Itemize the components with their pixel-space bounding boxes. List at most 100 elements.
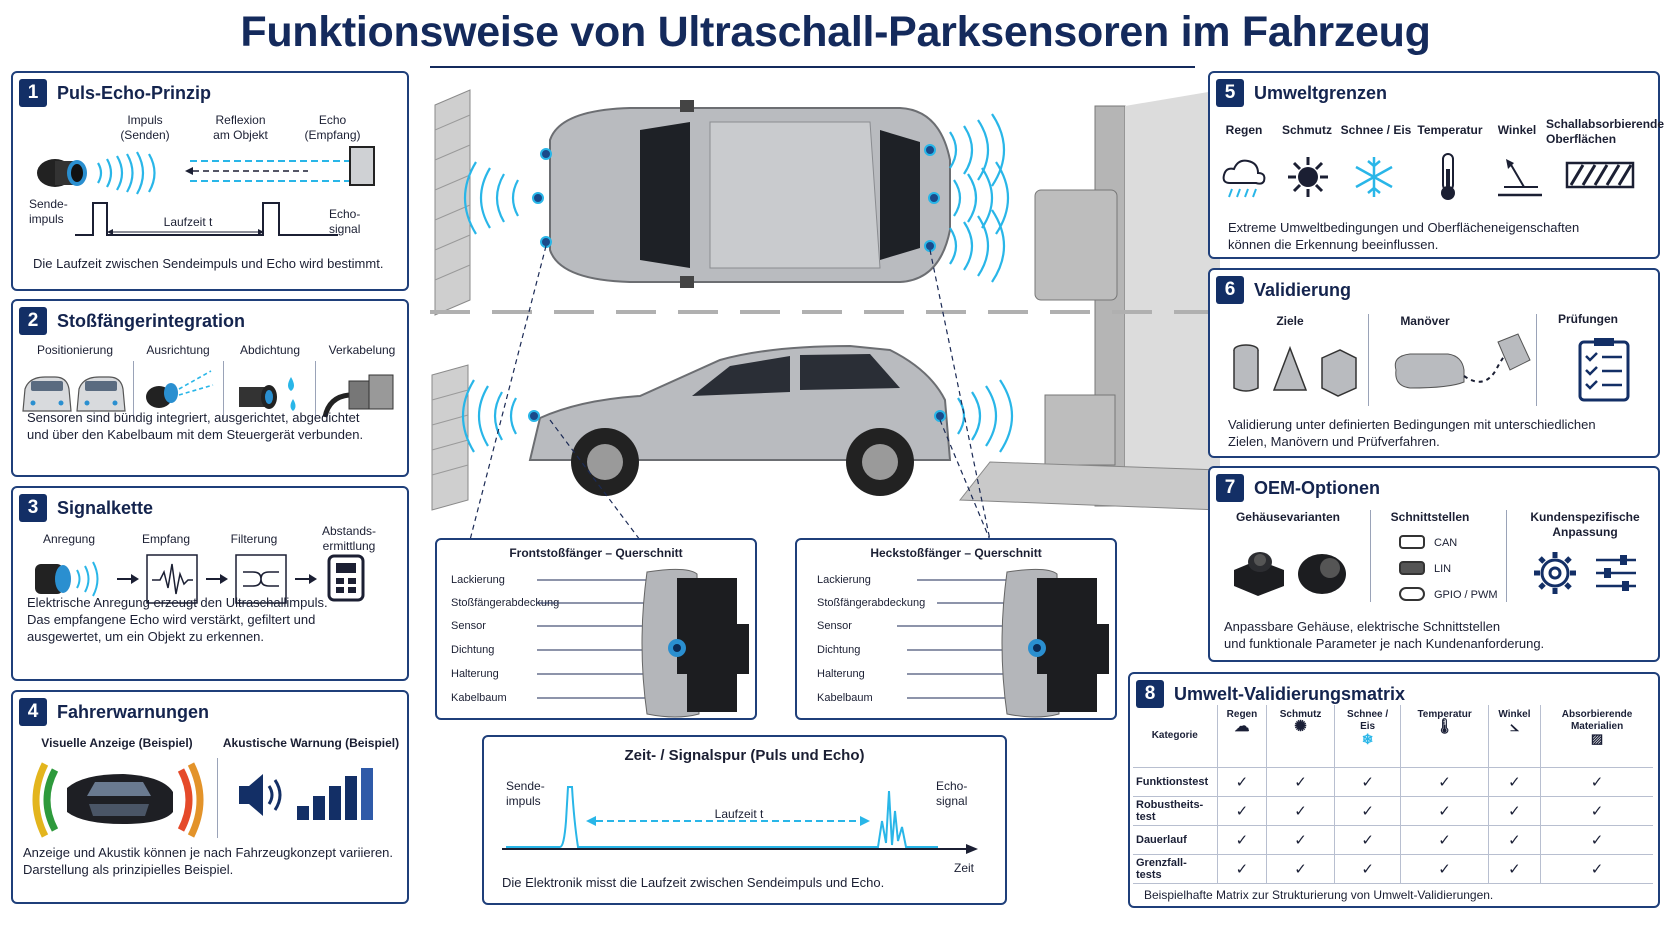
panel-description: Die Laufzeit zwischen Sendeimpuls und Ec… — [33, 256, 384, 271]
panel-number: 5 — [1216, 79, 1244, 107]
laufzeit-label: Laufzeit t — [714, 807, 764, 821]
divider — [223, 361, 224, 419]
divider — [133, 361, 134, 419]
gear-icon — [1534, 552, 1576, 594]
car-front-icon — [22, 376, 126, 412]
volume-bars-icon — [297, 768, 373, 820]
panel-description: Beispielhafte Matrix zur Strukturierung … — [1144, 888, 1494, 902]
step-anregung: Anregung — [42, 532, 96, 546]
concrete-wall-icon — [958, 90, 1221, 511]
label-sensor: Sensor — [451, 620, 486, 632]
limit-schnee: Schnee / Eis — [1340, 123, 1412, 137]
page-title: Funktionsweise von Ultraschall-Parksenso… — [240, 8, 1431, 56]
panel-title: Puls-Echo-Prinzip — [57, 82, 212, 103]
echosignal-label: Echo- signal — [936, 779, 968, 808]
matrix-col-header: Temperatur🌡 — [1400, 705, 1489, 768]
panel-title: Fahrerwarnungen — [57, 701, 210, 722]
time-trace-diagram — [502, 786, 978, 854]
limit-winkel: Winkel — [1497, 123, 1537, 137]
step-empfang: Empfang — [141, 532, 191, 546]
lin-connector-icon — [1399, 561, 1425, 575]
snowflake-icon — [1355, 157, 1393, 197]
visual-warning-label: Visuelle Anzeige (Beispiel) — [41, 736, 193, 750]
angle-icon — [1498, 159, 1542, 197]
label-dichtung: Dichtung — [451, 644, 495, 656]
matrix-col-header: Winkel⦣ — [1487, 705, 1541, 768]
iface-gpio: GPIO / PWM — [1434, 589, 1498, 601]
matrix-col-label: Schnee / Eis — [1347, 709, 1389, 732]
check-icon: ✓ — [1266, 767, 1335, 797]
label-lackierung: Lackierung — [817, 574, 871, 586]
waveform-icon — [146, 554, 198, 604]
panel-title: Umwelt-Validierungsmatrix — [1174, 683, 1406, 704]
parking-display-icon — [32, 762, 204, 838]
matrix-col-header: Regen☁ — [1216, 705, 1267, 768]
panel-description: Anzeige und Akustik können je nach Fahrz… — [23, 845, 394, 877]
step-filterung: Filterung — [230, 532, 278, 546]
divider — [217, 758, 218, 838]
matrix-col-label: Schmutz — [1279, 709, 1322, 720]
panel-number: 6 — [1216, 276, 1244, 304]
check-icon: ✓ — [1540, 854, 1653, 884]
limit-schmutz: Schmutz — [1281, 123, 1332, 137]
custom-label: Kundenspezifische Anpassung — [1530, 510, 1640, 539]
step-abstand: Abstands- ermittlung — [321, 524, 377, 553]
check-icon: ✓ — [1540, 767, 1653, 797]
section-title: Frontstoßfänger – Querschnitt — [509, 546, 683, 560]
table-row: Funktionstest✓✓✓✓✓✓ — [1133, 767, 1653, 797]
label-kabelbaum: Kabelbaum — [451, 692, 507, 704]
can-connector-icon — [1399, 535, 1425, 549]
table-row: Robustheits- test✓✓✓✓✓✓ — [1133, 796, 1653, 826]
matrix-row-label: Funktionstest — [1133, 767, 1217, 797]
matrix-row-label: Grenzfall- tests — [1133, 854, 1217, 884]
panel-number: 7 — [1216, 474, 1244, 502]
sendeimpuls-label: Sende- impuls — [29, 197, 68, 226]
section-title: Zeit- / Signalspur (Puls und Echo) — [624, 747, 865, 764]
label-abdeckung: Stoßfängerabdeckung — [451, 597, 560, 609]
matrix-row-label: Dauerlauf — [1133, 825, 1217, 855]
pulse-arrows — [185, 156, 363, 186]
check-icon: ✓ — [1487, 854, 1541, 884]
absorbing-surface-icon — [1565, 161, 1635, 189]
col-ziele: Ziele — [1276, 314, 1304, 328]
signal-trace-panel: Zeit- / Signalspur (Puls und Echo) Sende… — [482, 735, 1007, 905]
panel-description: Extreme Umweltbedingungen und Oberfläche… — [1228, 220, 1580, 252]
test-targets-icon — [1233, 344, 1357, 397]
panel-description: Validierung unter definierten Bedingunge… — [1228, 417, 1596, 449]
validation-matrix: Kategorie Regen☁ Schmutz✺ Schnee / Eis❄ … — [1133, 705, 1653, 884]
rain-cloud-icon: ☁ — [1234, 718, 1250, 735]
check-icon: ✓ — [1333, 825, 1401, 855]
matrix-col-label: Winkel — [1498, 709, 1531, 720]
car-top-view — [549, 100, 951, 288]
panel-title: Validierung — [1254, 279, 1352, 300]
checklist-icon — [1578, 338, 1630, 402]
limit-temperatur: Temperatur — [1417, 123, 1483, 137]
matrix-col-label: Temperatur — [1417, 709, 1472, 720]
iface-lin: LIN — [1434, 563, 1452, 575]
check-icon: ✓ — [1266, 796, 1335, 826]
snowflake-icon: ❄ — [1361, 731, 1374, 747]
divider — [1370, 510, 1371, 602]
gpio-connector-icon — [1399, 587, 1425, 601]
housing-variants-icon — [1234, 552, 1346, 596]
housing-label: Gehäusevarianten — [1235, 510, 1341, 524]
divider — [1536, 314, 1537, 406]
section-title: Heckstoßfänger – Querschnitt — [870, 546, 1042, 560]
divider — [315, 361, 316, 419]
sensor-points — [528, 144, 946, 422]
panel-number: 8 — [1136, 680, 1164, 708]
panel-title: Signalkette — [57, 497, 154, 518]
matrix-col-header: Schnee / Eis❄ — [1333, 705, 1401, 768]
panel-number: 2 — [19, 307, 47, 335]
check-icon: ✓ — [1333, 767, 1401, 797]
iface-can: CAN — [1434, 537, 1458, 549]
check-icon: ✓ — [1400, 825, 1489, 855]
label-halterung: Halterung — [451, 668, 499, 680]
rain-cloud-icon — [1222, 159, 1266, 198]
label-lackierung: Lackierung — [451, 574, 505, 586]
check-icon: ✓ — [1266, 854, 1335, 884]
check-icon: ✓ — [1400, 796, 1489, 826]
